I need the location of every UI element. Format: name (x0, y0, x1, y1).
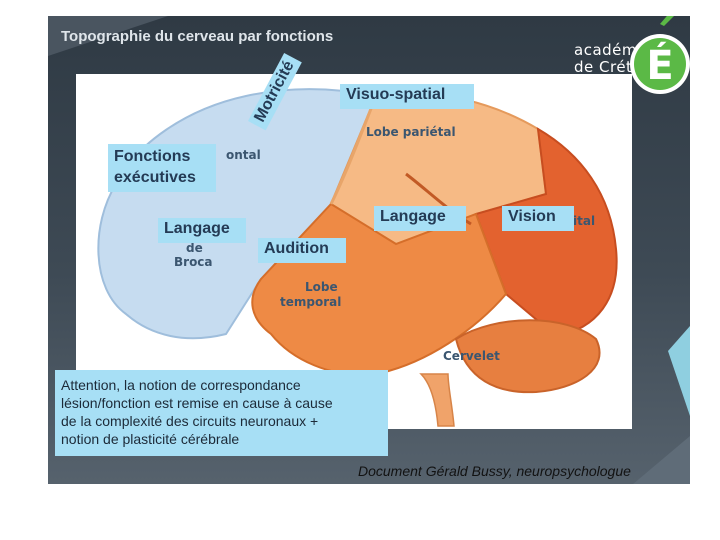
note-line-2: lésion/fonction est remise en cause à ca… (61, 395, 333, 411)
document-credit: Document Gérald Bussy, neuropsychologue (358, 463, 631, 479)
note-line-4: notion de plasticité cérébrale (61, 431, 240, 447)
occipital-lobe-label: ital (573, 214, 596, 228)
slide-title: Topographie du cerveau par fonctions (61, 28, 334, 45)
deco-triangle-top (48, 16, 168, 56)
cervelet-label: Cervelet (443, 349, 500, 363)
cerebellum (454, 319, 601, 394)
audition-label: Audition (258, 238, 346, 263)
executive-functions-label: Fonctions exécutives (108, 144, 216, 192)
background-decoration (48, 16, 690, 484)
brain-stem (419, 373, 455, 427)
langage-broca-label: Langage (158, 218, 246, 243)
deco-triangle-bottom (633, 436, 690, 484)
note-line-3: de la complexité des circuits neuronaux … (61, 413, 319, 429)
temporal-lobe-label-1: Lobe (305, 280, 338, 294)
academie-logo-icon: É (630, 16, 690, 94)
warning-note: Attention, la notion de correspondance l… (55, 370, 388, 456)
temporal-lobe-label-2: temporal (280, 295, 342, 309)
frontal-area-label: ontal (226, 148, 261, 162)
note-line-1: Attention, la notion de correspondance (61, 377, 301, 393)
deco-triangle-right (668, 326, 690, 416)
visuo-spatial-label: Visuo-spatial (340, 84, 474, 109)
slide: Topographie du cerveau par fonctions aca… (48, 16, 690, 484)
broca-area-label-1: de (186, 241, 203, 255)
brain-illustration (76, 74, 632, 429)
vision-label: Vision (502, 206, 574, 231)
logo-letter: É (646, 41, 673, 89)
executive-functions-line-2: exécutives (114, 169, 196, 186)
langage-label: Langage (374, 206, 466, 231)
parietal-lobe-label: Lobe pariétal (366, 125, 456, 139)
executive-functions-line-1: Fonctions (114, 148, 191, 165)
broca-area-label-2: Broca (174, 255, 213, 269)
